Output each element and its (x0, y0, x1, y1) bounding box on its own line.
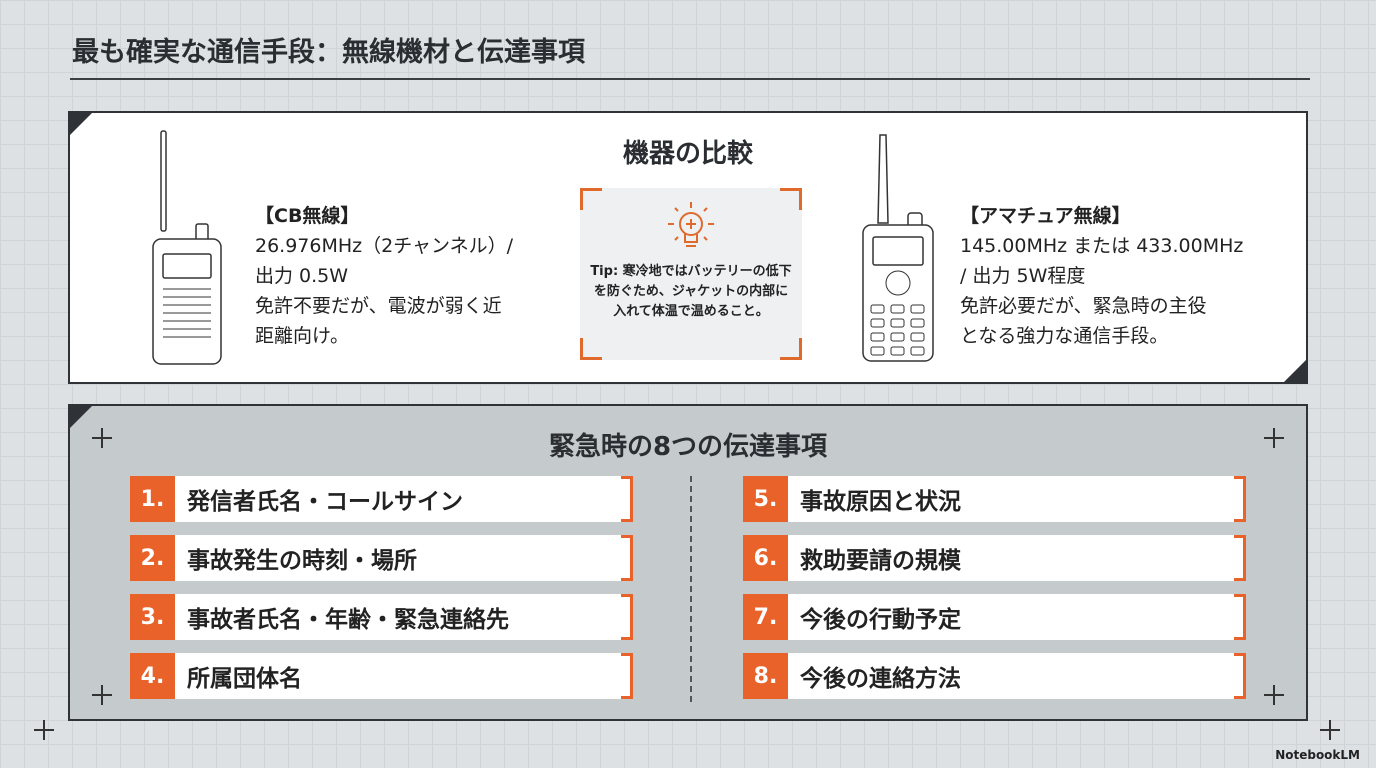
column-divider (690, 476, 692, 702)
item-number: 4. (130, 653, 175, 699)
item-label: 救助要請の規模 (788, 535, 1234, 581)
item-number: 3. (130, 594, 175, 640)
corner-decoration (1284, 360, 1306, 382)
bracket-decoration (621, 476, 633, 522)
list-item: 8.今後の連絡方法 (743, 653, 1246, 699)
list-item: 6.救助要請の規模 (743, 535, 1246, 581)
list-item: 2.事故発生の時刻・場所 (130, 535, 633, 581)
bracket-decoration (1234, 594, 1246, 640)
cb-description: 【CB無線】 26.976MHz（2チャンネル）/ 出力 0.5W 免許不要だが… (255, 201, 513, 351)
comparison-panel: 機器の比較 【CB無線】 26.976MHz（2チャンネル）/ 出力 0.5W … (68, 111, 1308, 384)
item-number: 2. (130, 535, 175, 581)
crosshair-icon (92, 428, 112, 448)
item-label: 事故原因と状況 (788, 476, 1234, 522)
bracket-decoration (1234, 476, 1246, 522)
ham-line: / 出力 5W程度 (960, 265, 1086, 287)
corner-decoration (70, 406, 92, 428)
item-label: 事故者氏名・年齢・緊急連絡先 (175, 594, 621, 640)
items-heading: 緊急時の8つの伝達事項 (548, 432, 828, 462)
crosshair-icon (1264, 428, 1284, 448)
cb-radio-icon (152, 130, 222, 365)
bracket-decoration (1234, 535, 1246, 581)
ham-line: 免許必要だが、緊急時の主役 (960, 295, 1207, 317)
lightbulb-icon (668, 202, 714, 247)
list-item: 5.事故原因と状況 (743, 476, 1246, 522)
tip-text: Tip: 寒冷地ではバッテリーの低下を防ぐため、ジャケットの内部に入れて体温で温… (590, 264, 792, 319)
cb-line: 26.976MHz（2チャンネル）/ (255, 235, 514, 257)
ham-line: となる強力な通信手段。 (960, 325, 1169, 347)
item-number: 6. (743, 535, 788, 581)
cb-line: 距離向け。 (255, 325, 350, 347)
crosshair-icon (1320, 720, 1340, 740)
crosshair-icon (34, 720, 54, 740)
amateur-radio-icon (862, 134, 934, 362)
item-label: 所属団体名 (175, 653, 621, 699)
bracket-decoration (621, 653, 633, 699)
corner-decoration (70, 113, 92, 135)
item-number: 5. (743, 476, 788, 522)
cb-line: 免許不要だが、電波が弱く近 (255, 295, 502, 317)
bracket-decoration (1234, 653, 1246, 699)
notebooklm-logo: NotebookLM (1275, 748, 1360, 762)
tip-box: Tip: 寒冷地ではバッテリーの低下を防ぐため、ジャケットの内部に入れて体温で温… (580, 188, 802, 360)
page-title: 最も確実な通信手段：無線機材と伝達事項 (72, 37, 585, 68)
bracket-decoration (621, 535, 633, 581)
list-item: 3.事故者氏名・年齢・緊急連絡先 (130, 594, 633, 640)
ham-name: 【アマチュア無線】 (960, 205, 1131, 227)
item-number: 8. (743, 653, 788, 699)
ham-line: 145.00MHz または 433.00MHz (960, 235, 1244, 257)
item-label: 発信者氏名・コールサイン (175, 476, 621, 522)
item-number: 7. (743, 594, 788, 640)
title-divider (70, 78, 1310, 80)
item-number: 1. (130, 476, 175, 522)
item-label: 事故発生の時刻・場所 (175, 535, 621, 581)
crosshair-icon (92, 685, 112, 705)
list-item: 7.今後の行動予定 (743, 594, 1246, 640)
list-item: 1.発信者氏名・コールサイン (130, 476, 633, 522)
comparison-heading: 機器の比較 (622, 139, 753, 169)
list-item: 4.所属団体名 (130, 653, 633, 699)
item-label: 今後の行動予定 (788, 594, 1234, 640)
crosshair-icon (1264, 685, 1284, 705)
bracket-decoration (621, 594, 633, 640)
cb-name: 【CB無線】 (255, 205, 360, 227)
cb-line: 出力 0.5W (255, 265, 349, 287)
item-label: 今後の連絡方法 (788, 653, 1234, 699)
ham-description: 【アマチュア無線】 145.00MHz または 433.00MHz / 出力 5… (960, 201, 1243, 351)
